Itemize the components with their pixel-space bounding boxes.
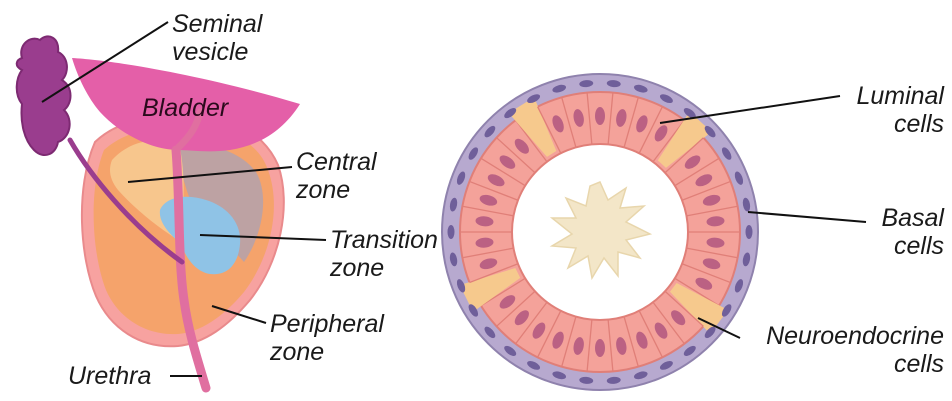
luminal-cell-nucleus: [595, 339, 605, 357]
label-luminal-cells: Luminal cells: [856, 82, 944, 138]
label-bladder: Bladder: [142, 94, 228, 122]
luminal-cell-nucleus: [595, 107, 605, 125]
basal-cell-nucleus: [746, 225, 753, 239]
label-basal-cells: Basal cells: [881, 204, 944, 260]
label-transition-zone: Transition zone: [330, 226, 438, 282]
label-peripheral-zone: Peripheral zone: [270, 310, 384, 366]
seminal-vesicle: [17, 36, 71, 155]
basal-cell-nucleus: [448, 225, 455, 239]
label-urethra: Urethra: [68, 362, 151, 390]
label-central-zone: Central zone: [296, 148, 377, 204]
label-seminal-vesicle: Seminal vesicle: [172, 10, 262, 66]
label-neuroendocrine-cells: Neuroendocrine cells: [766, 322, 944, 378]
